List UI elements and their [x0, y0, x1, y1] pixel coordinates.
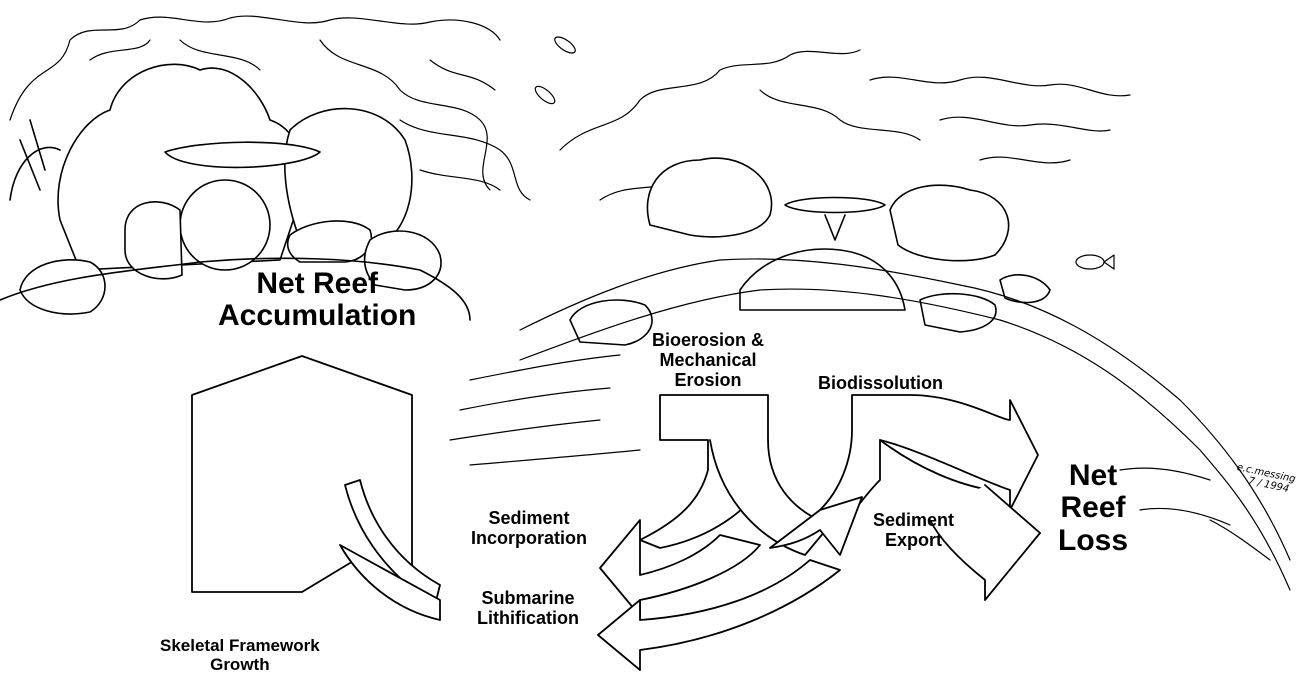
net-reef-accumulation-line-2: Accumulation — [218, 299, 417, 333]
skeletal-framework-growth-line-1: Skeletal Framework — [160, 636, 320, 655]
submarine-lithification-line-1: Submarine — [481, 588, 575, 608]
sediment-incorporation-arrow — [599, 519, 761, 617]
net-reef-loss-line-2: Reef — [1060, 491, 1126, 525]
skeletal-framework-growth-label: Skeletal Framework Growth — [160, 636, 320, 674]
bioerosion-line-3: Erosion — [674, 370, 742, 391]
sediment-export-arrow — [769, 496, 863, 556]
net-reef-loss-line-1: Net — [1068, 459, 1118, 492]
process-arrows — [191, 355, 1041, 671]
net-reef-loss-label: Net Reef Loss — [1058, 459, 1129, 557]
submarine-lithification-arrow — [597, 559, 841, 671]
left-reef-coral-heads — [9, 63, 442, 315]
fish — [534, 36, 1115, 270]
biodissolution-label: Biodissolution — [818, 373, 943, 393]
biodissolution-arrow — [819, 394, 1039, 526]
bioerosion-label: Bioerosion & Mechanical Erosion — [652, 330, 764, 390]
sediment-export-line-1: Sediment — [873, 510, 955, 530]
sediment-incorporation-line-2: Incorporation — [471, 528, 587, 549]
submarine-lithification-line-2: Lithification — [477, 608, 579, 629]
net-reef-accumulation-line-1: Net Reef — [256, 267, 379, 300]
right-reef-coral-heads — [569, 157, 1051, 346]
background-branching-coral — [9, 15, 531, 201]
background-branching-coral-right — [559, 49, 1131, 201]
sediment-export-line-2: Export — [885, 530, 943, 551]
submarine-lithification-label: Submarine Lithification — [477, 588, 579, 628]
lithification-arrow — [344, 479, 441, 606]
bioerosion-line-1: Bioerosion & — [652, 330, 765, 350]
net-reef-loss-line-3: Loss — [1058, 523, 1129, 557]
right-reef-slope — [449, 258, 1291, 591]
left-reef-base — [0, 257, 471, 321]
biodissolution-text: Biodissolution — [818, 373, 943, 393]
sediment-incorporation-line-1: Sediment — [488, 508, 570, 528]
bioerosion-line-2: Mechanical — [659, 350, 757, 371]
sediment-incorporation-label: Sediment Incorporation — [471, 508, 587, 548]
sediment-export-label: Sediment Export — [873, 510, 954, 550]
net-reef-accumulation-label: Net Reef Accumulation — [218, 267, 417, 333]
skeletal-framework-growth-line-2: Growth — [210, 655, 270, 675]
